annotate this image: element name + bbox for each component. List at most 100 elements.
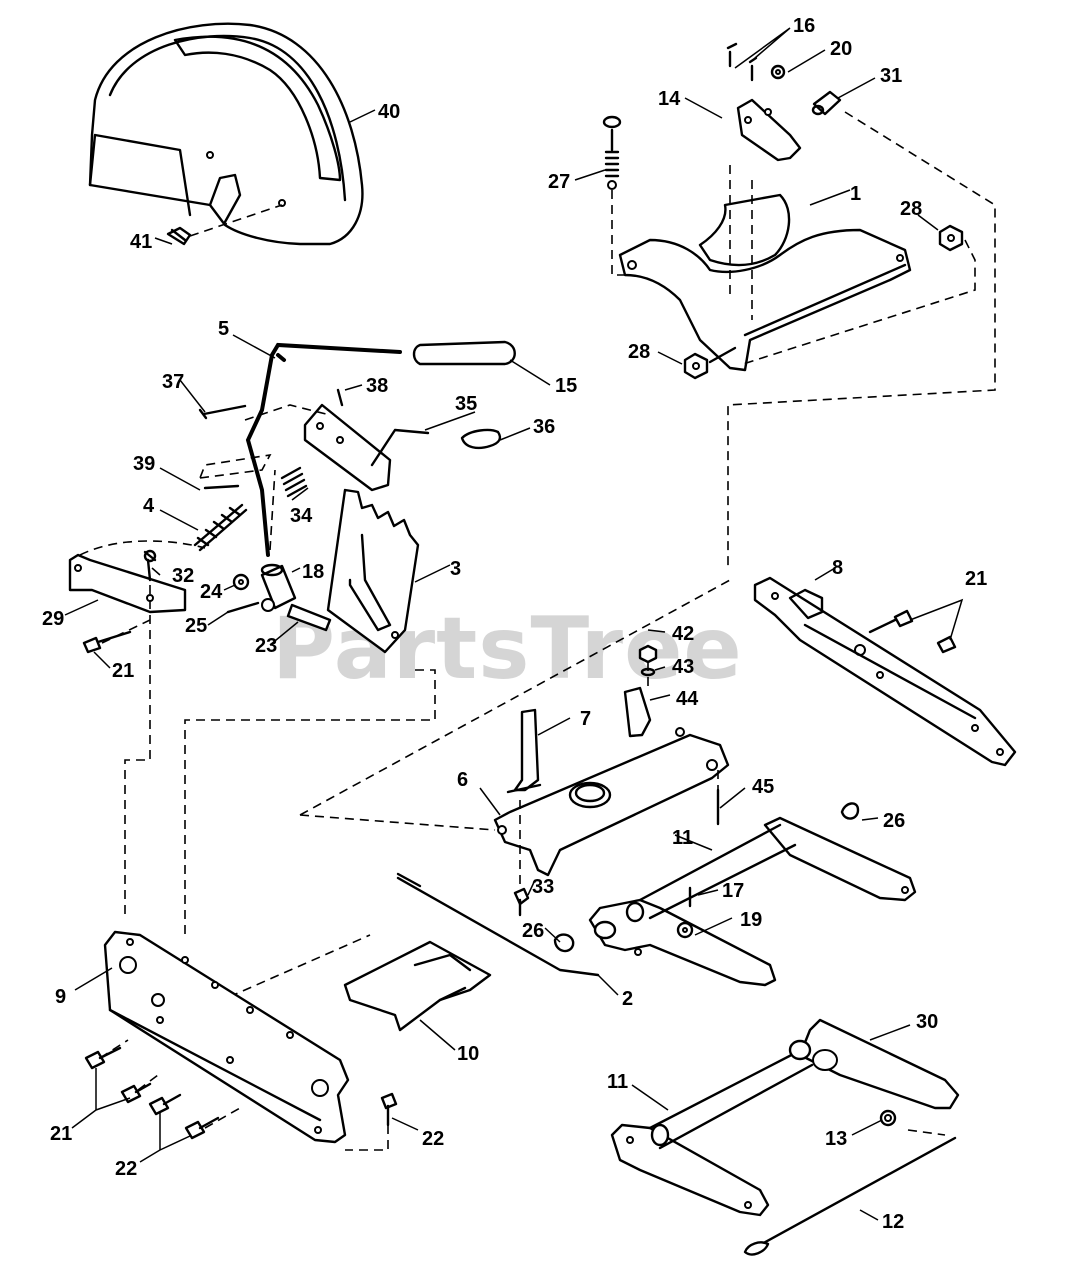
part-24-nut: [232, 573, 250, 591]
callout-10: 10: [457, 1043, 479, 1065]
assembly-lines-upper-right: [611, 111, 996, 570]
callout-26-a: 26: [522, 920, 544, 942]
part-28-nut-upper: [938, 224, 964, 252]
callout-35: 35: [455, 393, 477, 415]
callout-8: 8: [832, 557, 843, 579]
callout-3: 3: [450, 558, 461, 580]
part-36-grip: [460, 428, 502, 450]
callout-44: 44: [676, 688, 699, 710]
callout-17: 17: [722, 880, 744, 902]
part-5-lever: [245, 340, 516, 557]
part-28-nut-lower: [683, 346, 737, 380]
callout-16: 16: [793, 15, 815, 37]
assembly-lines-lower-left: [99, 1039, 389, 1151]
part-30-arm: [798, 1018, 960, 1110]
callout-20: 20: [830, 38, 852, 60]
callout-24: 24: [200, 581, 223, 603]
part-6-bracket: [493, 727, 730, 877]
part-13-washer: [879, 1109, 897, 1127]
callout-19: 19: [740, 909, 762, 931]
callout-4: 4: [143, 495, 155, 517]
callout-43: 43: [672, 656, 694, 678]
part-44-bracket: [623, 686, 652, 738]
callout-21-b: 21: [965, 568, 987, 590]
leader-lines: [64, 27, 964, 1221]
part-29-bracket: [68, 553, 187, 614]
callout-34: 34: [290, 505, 313, 527]
callout-15: 15: [555, 375, 577, 397]
callout-30: 30: [916, 1011, 938, 1033]
callout-21-a: 21: [112, 660, 134, 682]
part-37-bolt: [198, 404, 247, 420]
callout-45: 45: [752, 776, 774, 798]
callout-22-b: 22: [422, 1128, 444, 1150]
callout-18: 18: [302, 561, 324, 583]
part-23-bolt: [286, 603, 332, 632]
part-41-bolt: [166, 204, 283, 246]
callout-22-a: 22: [115, 1158, 137, 1180]
callout-labels: 40 41 1 16 20 31 14 27 28 28 5 15 37 38 …: [42, 15, 987, 1233]
callout-23: 23: [255, 635, 277, 657]
callout-38: 38: [366, 375, 388, 397]
callout-2: 2: [622, 988, 633, 1010]
part-11-axle-lower: [610, 1039, 814, 1217]
part-22-bolts-lower: [148, 1092, 398, 1140]
part-27-pin-spring: [602, 115, 622, 190]
callout-27: 27: [548, 171, 570, 193]
part-8-rail: [753, 576, 1017, 767]
callout-11-a: 11: [672, 827, 693, 849]
part-26-clip-left: [553, 933, 575, 953]
callout-40: 40: [378, 101, 400, 123]
callout-42: 42: [672, 623, 694, 645]
callout-9: 9: [55, 986, 66, 1008]
callout-6: 6: [457, 769, 468, 791]
part-3-quadrant: [326, 488, 420, 654]
part-4-spring: [193, 503, 248, 552]
callout-28-upper: 28: [900, 198, 922, 220]
callout-21-c: 21: [50, 1123, 72, 1145]
callout-26-b: 26: [883, 810, 905, 832]
callout-5: 5: [218, 318, 229, 340]
part-18-pivot: [260, 563, 297, 612]
callout-33: 33: [532, 876, 554, 898]
part-19-nut: [676, 921, 694, 939]
callout-11-b: 11: [607, 1071, 628, 1093]
callout-36: 36: [533, 416, 555, 438]
callout-37: 37: [162, 371, 184, 393]
callout-1: 1: [850, 183, 861, 205]
part-16-screws: [726, 42, 758, 82]
part-21-bolt-a: [82, 630, 132, 654]
part-20-nut: [770, 64, 786, 80]
part-12-rod: [743, 1129, 957, 1256]
part-10-bracket: [343, 940, 492, 1032]
callout-25: 25: [185, 615, 207, 637]
callout-7: 7: [580, 708, 591, 730]
callout-32: 32: [172, 565, 194, 587]
callout-28-lower: 28: [628, 341, 650, 363]
part-7-bracket: [506, 708, 542, 794]
part-32-bolt: [143, 549, 157, 582]
part-42-nut: [638, 644, 658, 664]
part-31-pin: [811, 90, 842, 116]
callout-29: 29: [42, 608, 64, 630]
part-40-fender: [88, 22, 364, 246]
assembly-lines-upper-left: [79, 404, 436, 935]
assembly-lines-middle: [187, 579, 731, 1016]
part-1-plate: [618, 193, 912, 372]
part-9-plate: [103, 930, 350, 1144]
part-11-axle-upper: [588, 816, 917, 987]
callout-13: 13: [825, 1128, 847, 1150]
part-33-bolt: [513, 887, 530, 917]
part-35-bracket: [303, 403, 430, 492]
part-14-bracket: [736, 98, 802, 162]
callout-12: 12: [882, 1211, 904, 1233]
callout-39: 39: [133, 453, 155, 475]
callout-41: 41: [130, 231, 152, 253]
part-39-bracket: [198, 453, 272, 490]
callout-31: 31: [880, 65, 902, 87]
part-21-bolt-right: [868, 609, 957, 654]
part-26-clip-right: [840, 802, 860, 820]
part-34-spring: [280, 466, 308, 498]
part-25-pin: [226, 601, 260, 614]
